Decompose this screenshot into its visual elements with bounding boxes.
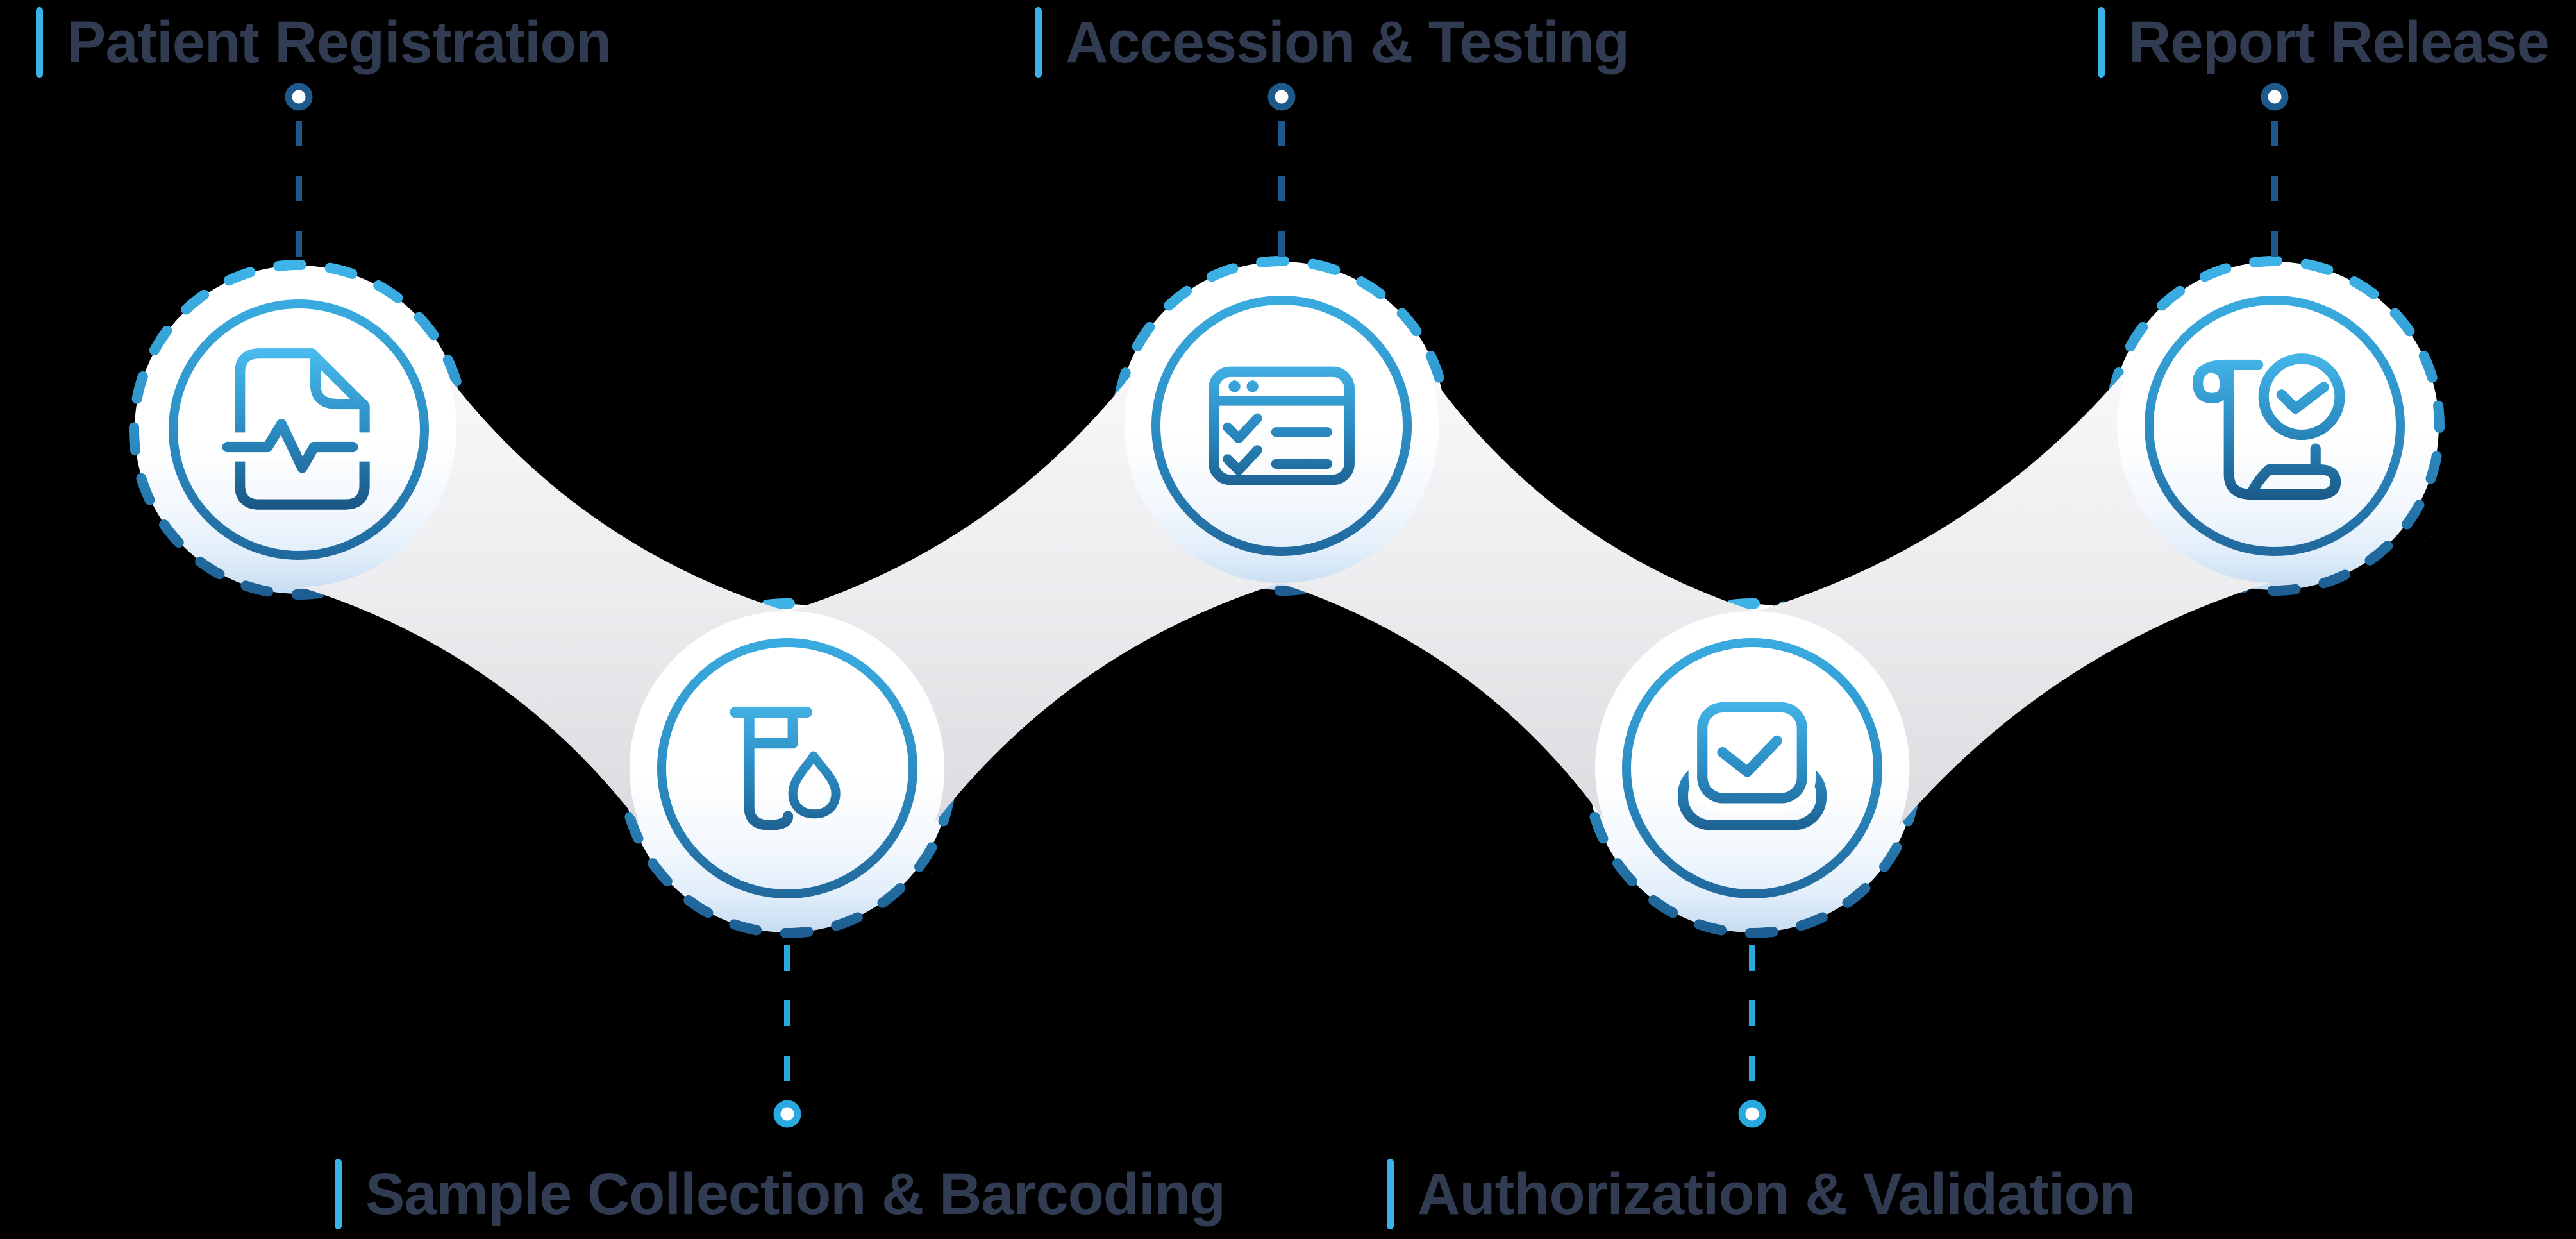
step-label-accession-testing: Accession & Testing bbox=[1035, 7, 1630, 78]
connector-ribbons bbox=[299, 367, 2270, 827]
connector-dot bbox=[285, 83, 313, 111]
step-label-text: Accession & Testing bbox=[1066, 9, 1630, 75]
label-accent-bar bbox=[1035, 7, 1042, 78]
step-label-report-release: Report Release bbox=[2098, 7, 2550, 78]
connector-dot bbox=[1267, 83, 1296, 111]
connector-dot bbox=[2261, 83, 2289, 111]
label-accent-bar bbox=[335, 1159, 342, 1229]
test-tube-droplet-icon bbox=[730, 706, 841, 830]
connector-dot bbox=[773, 1100, 801, 1128]
step-label-authorization-validation: Authorization & Validation bbox=[1387, 1159, 2136, 1229]
scroll-check-icon bbox=[2193, 353, 2345, 500]
step-label-text: Patient Registration bbox=[67, 9, 612, 75]
connector-ribbon bbox=[299, 375, 787, 823]
step-label-text: Authorization & Validation bbox=[1418, 1161, 2136, 1227]
ballot-check-icon bbox=[1677, 693, 1827, 830]
label-connectors-bottom bbox=[773, 945, 1766, 1128]
label-accent-bar bbox=[1387, 1159, 1394, 1229]
step-label-sample-collection: Sample Collection & Barcoding bbox=[335, 1159, 1226, 1229]
connector-ribbon bbox=[789, 371, 1280, 823]
label-accent-bar bbox=[2098, 7, 2105, 78]
connector-ribbon bbox=[1757, 367, 2270, 827]
step-label-text: Report Release bbox=[2129, 9, 2550, 75]
connector-dot bbox=[1738, 1100, 1766, 1128]
step-label-patient-registration: Patient Registration bbox=[36, 7, 612, 78]
label-connectors-top bbox=[285, 83, 2289, 258]
step-label-text: Sample Collection & Barcoding bbox=[365, 1161, 1226, 1227]
connector-ribbon bbox=[1279, 375, 1755, 819]
document-pulse-icon bbox=[222, 348, 371, 510]
label-accent-bar bbox=[36, 7, 43, 78]
browser-checklist-icon bbox=[1209, 366, 1355, 485]
